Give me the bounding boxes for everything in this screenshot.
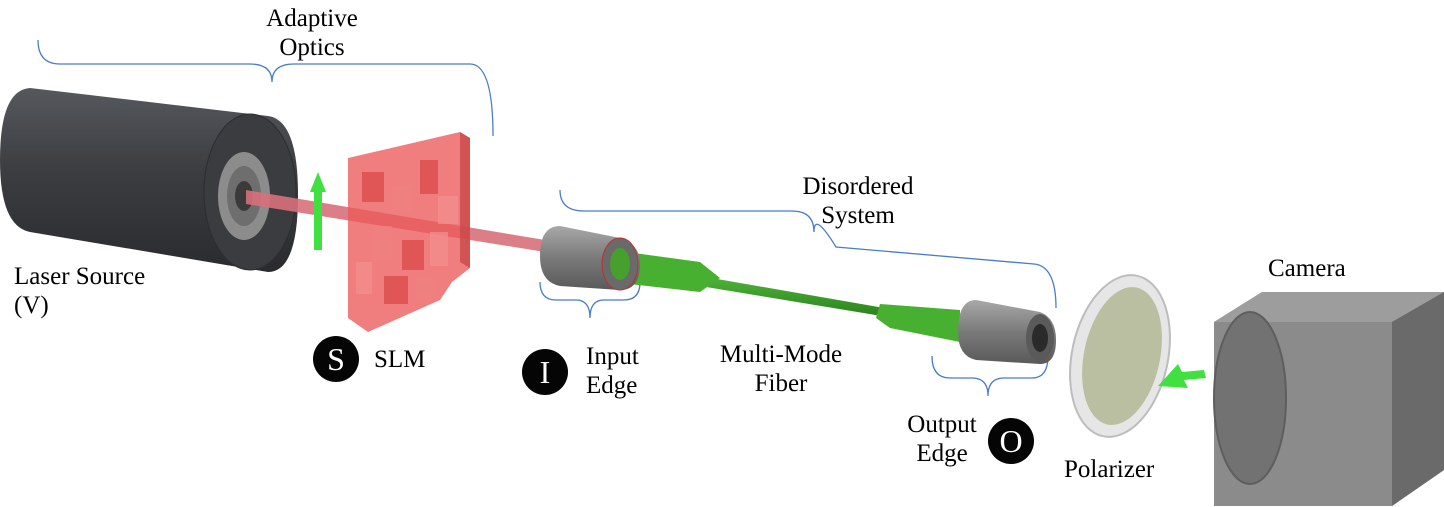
slm-device bbox=[348, 132, 470, 332]
input-coupler bbox=[540, 226, 640, 291]
laser-source-housing bbox=[0, 88, 298, 272]
slm-badge: S bbox=[313, 336, 359, 382]
slm-label: SLM bbox=[374, 346, 426, 373]
input-edge-bracket bbox=[539, 281, 641, 319]
output-edge-line1: Output bbox=[907, 411, 977, 438]
input-badge: I bbox=[522, 349, 568, 395]
laser-source-label: Laser Source (V) bbox=[14, 262, 145, 320]
input-edge-line2: Edge bbox=[586, 372, 638, 399]
camera-left-arrow bbox=[1158, 364, 1206, 388]
disordered-system-line2: System bbox=[821, 202, 895, 229]
adaptive-optics-line1: Adaptive bbox=[266, 5, 358, 32]
camera-label: Camera bbox=[1268, 255, 1346, 282]
polarizer-label: Polarizer bbox=[1064, 456, 1155, 483]
output-edge-line2: Edge bbox=[916, 440, 968, 467]
input-edge-label: Input Edge bbox=[586, 342, 639, 400]
input-edge-line1: Input bbox=[586, 343, 639, 370]
disordered-system-label: Disordered System bbox=[788, 172, 928, 230]
multi-mode-fiber-line1: Multi-Mode bbox=[719, 341, 843, 368]
polarizer-disc bbox=[1069, 274, 1171, 438]
laser-source-line1: Laser Source bbox=[14, 263, 146, 290]
polarization-up-arrow bbox=[310, 172, 326, 250]
output-coupler bbox=[958, 300, 1056, 364]
multi-mode-fiber-line2: Fiber bbox=[754, 370, 808, 397]
output-badge: O bbox=[988, 418, 1034, 464]
camera-body bbox=[1213, 292, 1444, 506]
laser-source-line2: (V) bbox=[14, 292, 49, 319]
disordered-system-line1: Disordered bbox=[802, 173, 914, 200]
output-edge-label: Output Edge bbox=[900, 410, 984, 468]
adaptive-optics-label: Adaptive Optics bbox=[256, 4, 368, 62]
adaptive-optics-line2: Optics bbox=[279, 34, 345, 61]
output-edge-bracket bbox=[931, 355, 1049, 397]
fiber-output-connector bbox=[876, 304, 960, 342]
disordered-system-bracket bbox=[559, 189, 1057, 309]
adaptive-optics-bracket bbox=[37, 39, 494, 137]
multi-mode-fiber-label: Multi-Mode Fiber bbox=[706, 340, 856, 398]
